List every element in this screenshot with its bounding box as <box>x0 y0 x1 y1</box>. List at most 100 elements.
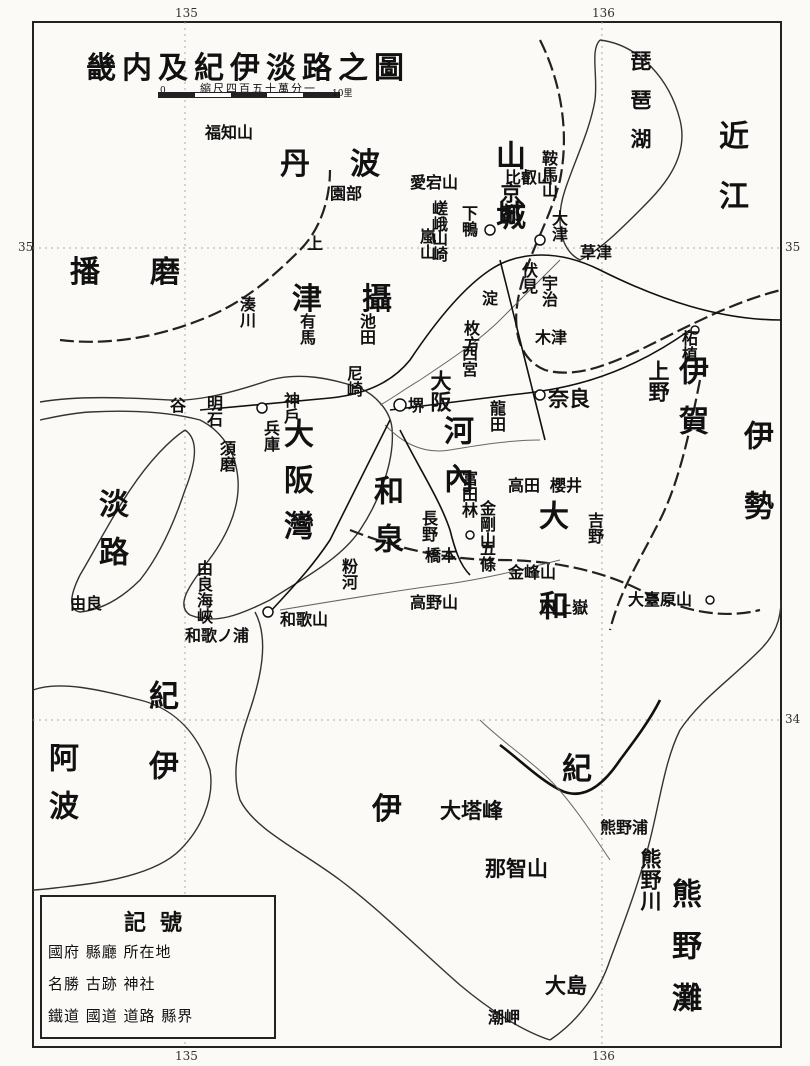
label-wakayama: 和歌山 <box>280 610 329 629</box>
label-suma: 須磨 <box>217 440 236 472</box>
legend-row-1: 國府 縣廳 所在地 <box>48 943 172 961</box>
river-kinokawa <box>279 559 561 611</box>
label-arashiyama: 嵐山 <box>417 228 436 260</box>
label-hirakata: 枚方 <box>461 320 480 352</box>
label-tatsuta: 龍田 <box>487 400 506 432</box>
grid-right-34: 34 <box>785 712 801 726</box>
label-awa: 阿波 <box>43 742 78 838</box>
marker-otsu <box>534 234 546 246</box>
label-shionomisaki: 潮岬 <box>488 1008 521 1027</box>
label-omi: 近江 <box>713 120 748 240</box>
railway-hankai <box>269 419 391 613</box>
label-biwa-lake: 琵琶湖 <box>628 50 653 167</box>
label-otsu: 大津 <box>549 210 568 242</box>
label-yamato: 大和 <box>533 500 568 680</box>
label-kobe: 神戶 <box>281 392 300 424</box>
label-arima: 有馬 <box>297 313 316 345</box>
label-kimpu: 金峰山 <box>508 563 557 582</box>
marker-wakayama <box>262 606 274 618</box>
label-kusatsu: 草津 <box>580 243 613 262</box>
boundary-tanba <box>59 169 332 343</box>
label-akashi: 明石 <box>204 395 223 427</box>
label-kongo: 金剛山 <box>477 500 496 548</box>
label-ise: 伊勢 <box>738 420 773 560</box>
label-tanba: 丹波 <box>280 147 420 182</box>
label-nishinomiya: 西宮 <box>459 345 478 377</box>
grid-top-136: 136 <box>592 6 615 20</box>
label-hashimoto: 橋本 <box>425 546 458 565</box>
coastline-osaka-bay <box>39 375 394 620</box>
label-nachi: 那智山 <box>485 856 548 881</box>
map-border <box>32 21 782 1048</box>
label-tsuge: 柘植 <box>679 330 698 362</box>
label-kii: 紀伊 <box>143 680 178 820</box>
label-kawachi: 河內 <box>438 415 473 511</box>
label-kyoto: 京都 <box>498 182 523 224</box>
label-yoshino: 吉野 <box>585 512 604 544</box>
label-takada: 高田 <box>508 476 541 495</box>
label-hyogo: 兵庫 <box>261 420 280 452</box>
boundary-ise <box>608 379 702 631</box>
label-hokuho: 福知山 <box>205 123 254 142</box>
label-yamashiro: 山城 <box>490 140 525 260</box>
label-wakanoura: 和歌ノ浦 <box>185 626 250 645</box>
label-kumano-river: 熊野川 <box>638 848 663 911</box>
legend-row-3: 鐵道 國道 道路 縣界 <box>48 1007 194 1025</box>
river-kumano <box>479 719 611 861</box>
legend-row-2: 名勝 古跡 神社 <box>48 975 156 993</box>
label-settsu: 津攝 <box>292 282 432 317</box>
label-ueno: 上野 <box>646 360 671 402</box>
label-shimogamo: 下鴨 <box>459 205 478 237</box>
label-izumi: 和泉 <box>368 475 403 571</box>
label-kumano-nada: 熊野灘 <box>666 878 701 1034</box>
lake-biwa <box>559 39 683 261</box>
marker-nagano <box>465 530 475 540</box>
label-kisaki: 由良海峽 <box>194 560 213 624</box>
label-nagano: 長野 <box>419 510 438 542</box>
label-sakurai: 櫻井 <box>550 476 583 495</box>
scale-bar <box>158 92 340 98</box>
label-kii-e: 紀 <box>562 752 592 787</box>
railway-nara <box>499 259 546 441</box>
label-uji: 宇治 <box>539 275 558 307</box>
marker-tsuge <box>690 325 700 335</box>
label-oshima: 大島 <box>545 973 587 998</box>
label-osaka: 大阪 <box>428 370 453 412</box>
coastline-awaji <box>71 429 196 613</box>
label-harima: 播磨 <box>70 255 230 290</box>
label-osaka-bay: 大阪灣 <box>278 418 313 556</box>
scale-note: 縮尺四百五十萬分一 <box>200 82 317 95</box>
label-sanjo: 山上嶽 <box>540 598 589 617</box>
grid-top-135: 135 <box>175 6 198 20</box>
label-minato: 湊川 <box>237 296 256 328</box>
label-yamazaki: 山崎 <box>429 230 448 262</box>
label-sonobe: 園部 <box>330 184 363 203</box>
marker-nara <box>534 389 546 401</box>
map-title: 畿内及紀伊淡路之圖 <box>86 51 410 86</box>
railway-kansai <box>389 329 691 411</box>
label-kizu: 木津 <box>535 328 568 347</box>
label-sakai: 堺 <box>408 396 425 415</box>
label-amagasaki: 尼崎 <box>344 365 363 397</box>
label-fushimi: 伏見 <box>519 262 538 294</box>
label-koya: 高野山 <box>410 593 459 612</box>
coastline-kii-east <box>549 599 782 1041</box>
label-ominemine: 大塔峰 <box>440 798 503 823</box>
label-kuramayama: 鞍馬山 <box>539 150 558 198</box>
grid-right-35: 35 <box>785 240 801 254</box>
label-odaigahara: 大臺原山 <box>628 590 693 609</box>
grid-bottom-135: 135 <box>175 1049 198 1063</box>
label-iga: 伊賀 <box>673 355 708 455</box>
label-kii-channel: 伊 <box>372 792 402 827</box>
marker-osaka <box>393 398 407 412</box>
label-awaji: 淡路 <box>93 488 128 584</box>
label-nara: 奈良 <box>548 386 590 411</box>
marker-odaigahara <box>705 595 715 605</box>
label-ikeda: 池田 <box>357 313 376 345</box>
marker-kyoto <box>484 224 496 236</box>
label-gojo: 五條 <box>477 540 496 572</box>
label-yodo: 淀 <box>479 290 498 306</box>
boundary-omi <box>515 39 782 374</box>
label-kumano-ura: 熊野浦 <box>600 818 649 837</box>
railway-tokaido <box>199 254 782 411</box>
